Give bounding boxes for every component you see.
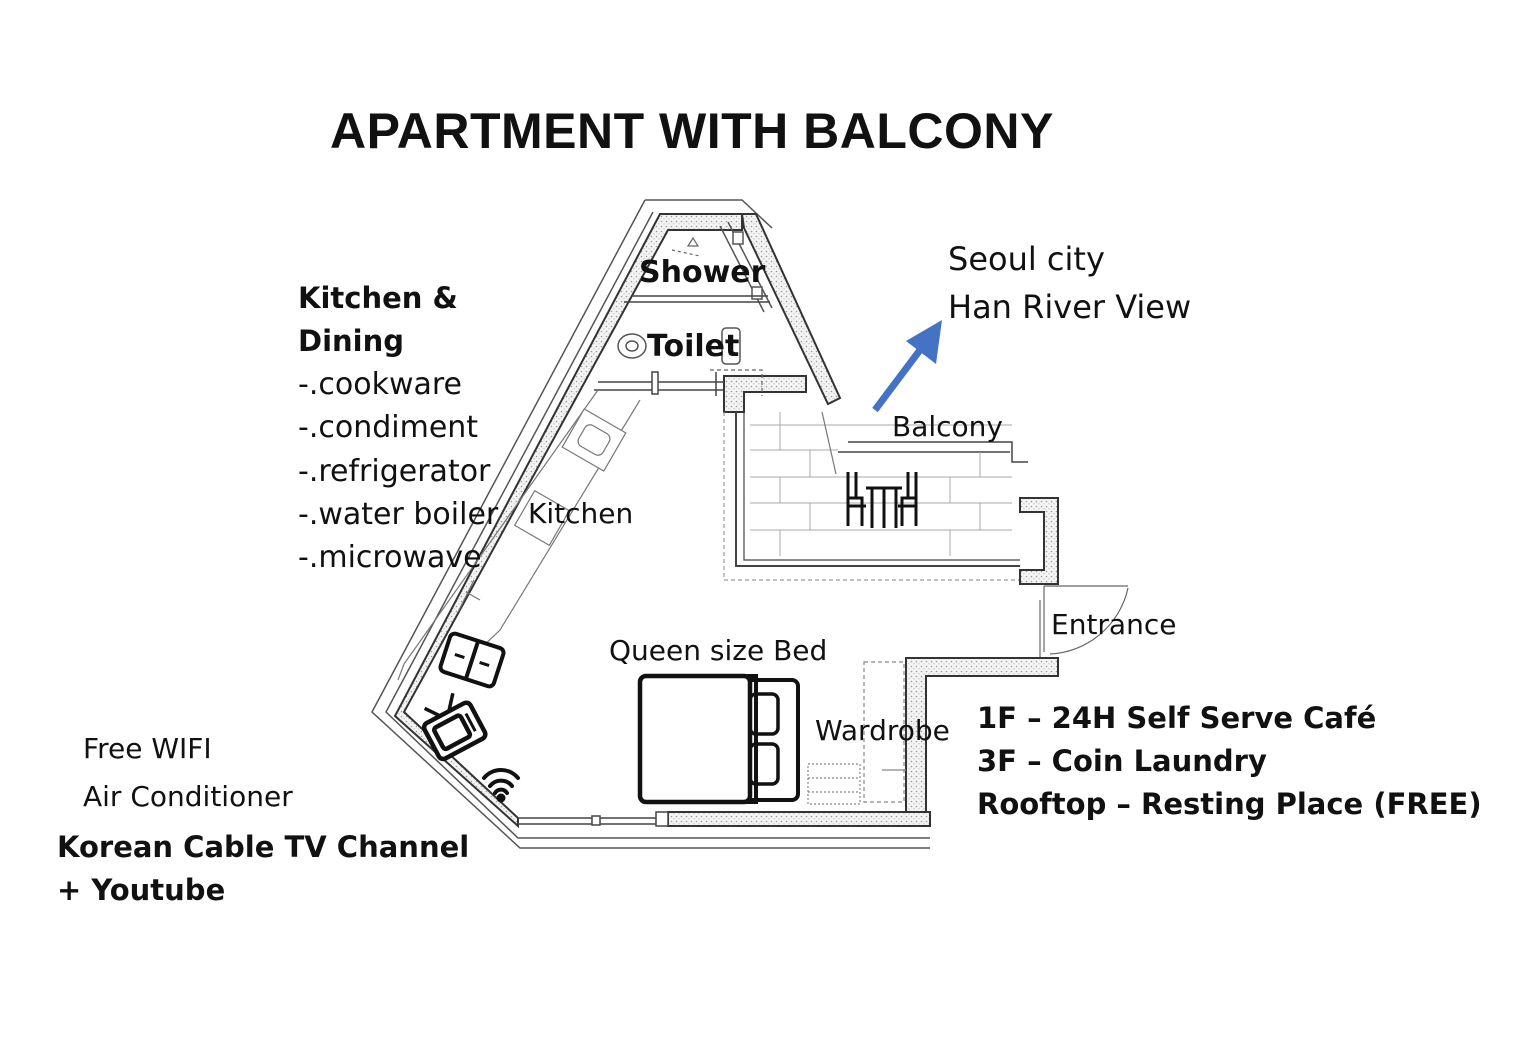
kitchen-item: -.condiment [298, 410, 479, 445]
bottom-wall-band [667, 811, 931, 827]
wardrobe-unit [807, 661, 906, 805]
building-floor1: 1F – 24H Self Serve Café [977, 701, 1377, 735]
kitchen-item: -.cookware [298, 367, 462, 402]
bottom-window [518, 811, 669, 827]
room-label-balcony: Balcony [892, 410, 1003, 443]
exterior-wall [371, 199, 930, 849]
room-label-shower: Shower [639, 255, 766, 290]
view-direction-arrow [872, 320, 942, 413]
amenity-ac: Air Conditioner [83, 780, 293, 813]
wardrobe-wall [905, 657, 1059, 813]
toilet-basin [617, 327, 741, 365]
amenity-tv-line2: + Youtube [57, 873, 226, 907]
bathroom-divider [594, 295, 770, 396]
room-label-toilet: Toilet [647, 329, 740, 364]
view-label-line1: Seoul city [948, 240, 1105, 278]
room-label-kitchen: Kitchen [528, 497, 634, 530]
tv-icon [421, 692, 488, 762]
balcony-area [723, 411, 1040, 581]
room-label-bed: Queen size Bed [609, 634, 828, 667]
room-label-entrance: Entrance [1051, 608, 1177, 641]
bed-icon [637, 673, 800, 805]
kitchen-item: -.water boiler [298, 497, 499, 532]
shower-fixtures [671, 236, 763, 396]
amenity-tv-line1: Korean Cable TV Channel [57, 830, 470, 864]
right-diagonal-wall [740, 213, 842, 406]
microwave-icon [438, 631, 506, 689]
bathroom-corner-wall [723, 375, 807, 413]
kitchen-dining-heading-1: Kitchen & [298, 281, 458, 315]
page-title: APARTMENT WITH BALCONY [330, 103, 1054, 159]
kitchen-counter [397, 389, 641, 681]
view-label-line2: Han River View [948, 288, 1192, 326]
wifi-icon [482, 767, 520, 803]
amenity-wifi: Free WIFI [83, 732, 212, 765]
building-floor3: 3F – Coin Laundry [977, 744, 1267, 778]
bathroom-window [719, 221, 773, 313]
building-rooftop: Rooftop – Resting Place (FREE) [977, 787, 1482, 821]
table-chairs-icon [846, 472, 918, 528]
entrance-door [1039, 585, 1129, 660]
entrance-side-wall [1019, 497, 1059, 585]
kitchen-dining-heading-2: Dining [298, 324, 405, 358]
room-label-wardrobe: Wardrobe [815, 714, 950, 747]
kitchen-item: -.refrigerator [298, 454, 491, 489]
kitchen-item: -.microwave [298, 540, 482, 575]
